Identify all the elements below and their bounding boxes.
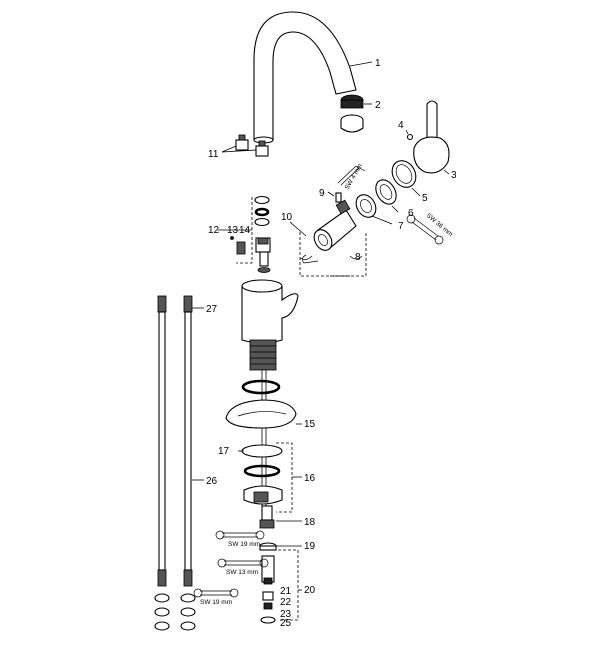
mounting-set-part: [241, 442, 293, 513]
label-part-5: 5: [422, 193, 428, 204]
grub-screw-part: [406, 133, 414, 141]
o-ring-part: [241, 379, 281, 395]
label-part-9: 9: [319, 188, 325, 199]
label-part-12: 12: [208, 225, 220, 236]
tool-label-sw19-bottom: SW 19 mm: [200, 599, 232, 606]
label-part-14: 14: [239, 225, 251, 236]
label-part-2: 2: [375, 100, 381, 111]
leader-lines: [192, 61, 450, 591]
label-part-27: 27: [206, 304, 218, 315]
wrench-sw36-icon: [406, 214, 444, 245]
label-part-16: 16: [304, 473, 316, 484]
allen-key-part: [335, 165, 366, 203]
lever-handle-part: [413, 100, 450, 174]
label-part-7: 7: [398, 221, 404, 232]
tap-body-part: [241, 237, 299, 520]
aerator-part: [340, 94, 364, 133]
wrench-sw13-icon: [217, 558, 269, 568]
cover-cap-part: [391, 160, 417, 188]
fixing-nut-part: [259, 505, 275, 529]
label-part-6: 6: [408, 208, 414, 219]
label-part-15: 15: [304, 419, 316, 430]
label-part-1: 1: [375, 58, 381, 69]
label-part-21: 21: [280, 586, 292, 597]
tool-label-sw4: SW 4 mm: [344, 163, 364, 191]
label-part-8: 8: [355, 252, 361, 263]
check-valves-part: [235, 134, 269, 157]
hex-nut-part: [259, 542, 277, 551]
label-part-26: 26: [206, 476, 218, 487]
tool-label-sw19-top: SW 19 mm: [228, 541, 260, 548]
tool-label-sw13: SW 13 mm: [226, 569, 258, 576]
wrench-sw19-top-icon: [215, 530, 265, 540]
base-plate-part: [225, 399, 297, 429]
tool-label-sw36: SW 36 mm: [425, 212, 454, 238]
label-part-11: 11: [208, 149, 219, 160]
label-part-3: 3: [451, 170, 457, 181]
label-part-10: 10: [281, 212, 293, 223]
seal-set-part: [230, 195, 270, 264]
retaining-clip-part: [302, 254, 319, 264]
flex-hoses-part: [157, 295, 193, 587]
connection-set-part: [260, 549, 299, 624]
label-part-22: 22: [280, 597, 292, 608]
cartridge-part: [299, 199, 367, 277]
wrench-sw19-bottom-icon: [193, 588, 239, 598]
label-part-23: 23: [280, 609, 292, 620]
label-part-18: 18: [304, 517, 316, 528]
label-part-25: 25: [280, 618, 292, 629]
label-part-4: 4: [398, 120, 404, 131]
part-number-labels: 1 2 3 4 5 6 7 8 9 10 11 12 13 14 15 16 1…: [206, 58, 457, 629]
label-part-17: 17: [218, 446, 230, 457]
hose-fittings-part: [154, 593, 196, 631]
label-part-20: 20: [304, 585, 316, 596]
label-part-13: 13: [227, 225, 239, 236]
label-part-19: 19: [304, 541, 316, 552]
cartridge-nut-part: [355, 179, 397, 218]
